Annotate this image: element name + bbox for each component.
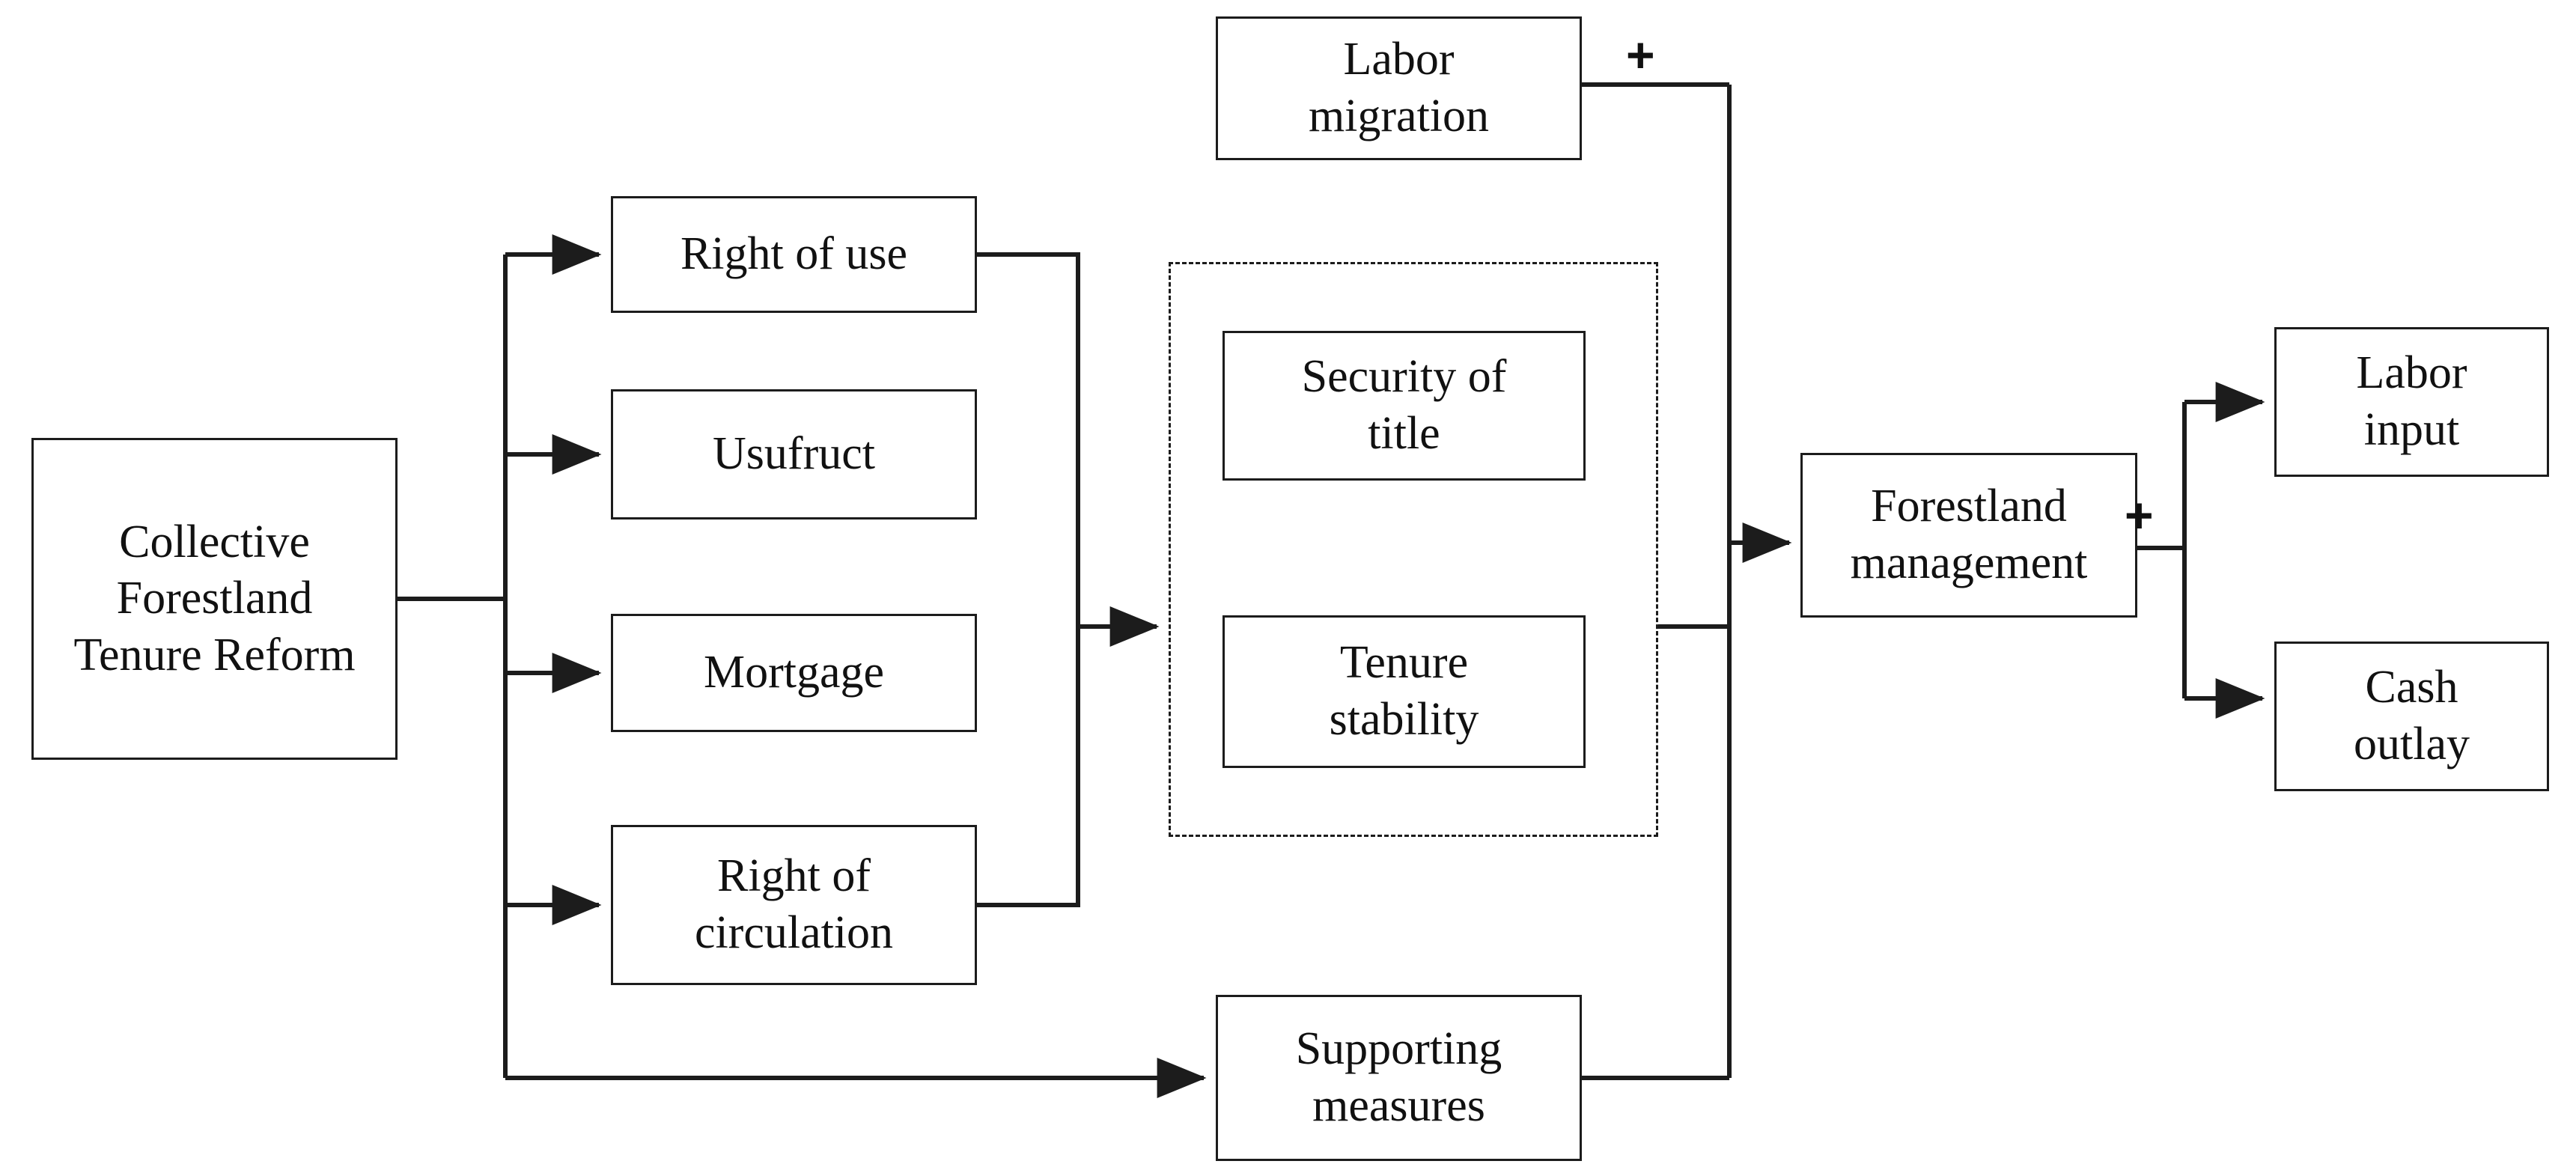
node-right-of-circulation[interactable]: Right of circulation bbox=[611, 825, 977, 985]
node-mortgage[interactable]: Mortgage bbox=[611, 614, 977, 732]
node-label: Right of circulation bbox=[694, 850, 894, 958]
node-label: Supporting measures bbox=[1295, 1023, 1502, 1131]
node-forestland-management[interactable]: Forestland management bbox=[1800, 453, 2137, 618]
node-label: Cash outlay bbox=[2354, 662, 2470, 770]
node-usufruct[interactable]: Usufruct bbox=[611, 389, 977, 519]
tenure-security-group bbox=[1169, 262, 1658, 837]
edge-right-of-circulation-merge bbox=[977, 627, 1080, 907]
node-collective-forestland-tenure-reform[interactable]: Collective Forestland Tenure Reform bbox=[31, 438, 398, 760]
node-label: Mortgage bbox=[703, 647, 885, 698]
node-labor-migration[interactable]: Labor migration bbox=[1216, 16, 1582, 160]
node-security-of-title[interactable]: Security of title bbox=[1222, 331, 1586, 481]
node-label: Labor migration bbox=[1308, 34, 1490, 141]
edge-right-of-use-merge bbox=[977, 252, 1080, 627]
node-label: Labor input bbox=[2356, 347, 2467, 455]
node-label: Collective Forestland Tenure Reform bbox=[73, 516, 356, 680]
plus-sign-labor-migration: + bbox=[1626, 27, 1655, 82]
node-label: Forestland management bbox=[1850, 481, 2088, 588]
node-label: Usufruct bbox=[713, 428, 875, 480]
node-supporting-measures[interactable]: Supporting measures bbox=[1216, 995, 1582, 1161]
node-right-of-use[interactable]: Right of use bbox=[611, 196, 977, 313]
node-label: Tenure stability bbox=[1329, 637, 1479, 745]
node-labor-input[interactable]: Labor input bbox=[2274, 327, 2549, 477]
node-label: Right of use bbox=[680, 228, 908, 280]
plus-sign-forestland-management: + bbox=[2125, 487, 2154, 543]
node-tenure-stability[interactable]: Tenure stability bbox=[1222, 615, 1586, 768]
node-cash-outlay[interactable]: Cash outlay bbox=[2274, 642, 2549, 791]
node-label: Security of title bbox=[1301, 351, 1507, 459]
